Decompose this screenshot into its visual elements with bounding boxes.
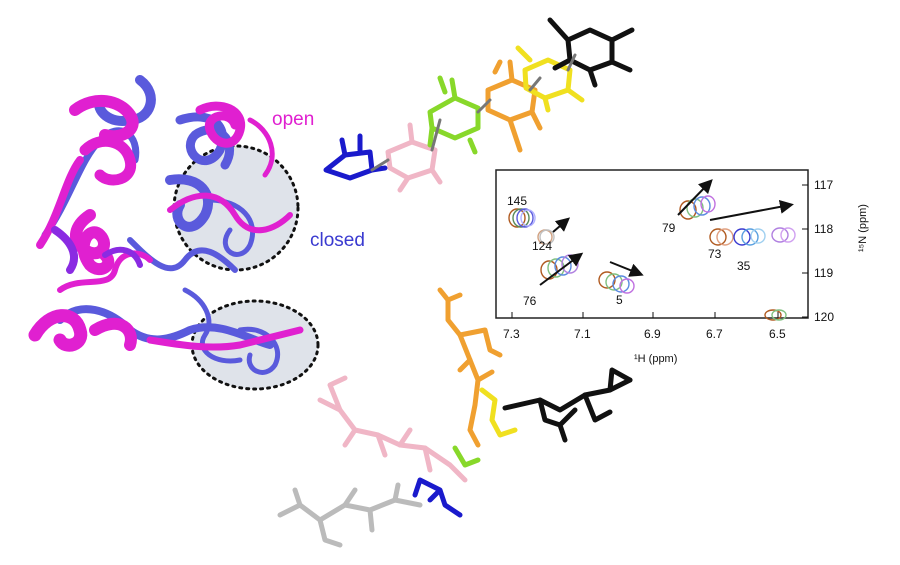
y-tick-118: 118 xyxy=(814,222,833,236)
peak-label-124: 124 xyxy=(532,239,552,253)
y-axis-label: ¹⁵N (ppm) xyxy=(857,204,869,252)
glycan-residue-blue xyxy=(323,133,388,181)
x-tick-6.9: 6.9 xyxy=(644,327,661,341)
nmr-spectrum-panel: 145 124 76 5 79 73 35 7.3 7.1 6.9 6.7 6.… xyxy=(495,169,869,365)
peak-label-76: 76 xyxy=(523,294,537,308)
glycan-chain-bottom xyxy=(277,287,633,548)
overlap-ribbon xyxy=(51,226,143,274)
glycan-branch-yellow xyxy=(479,387,518,438)
arrow-124 xyxy=(552,217,571,233)
peak-124 xyxy=(537,229,555,245)
glycan-branch-blue xyxy=(412,477,463,518)
peak-35 xyxy=(733,227,796,246)
peak-5 xyxy=(598,271,635,294)
y-axis: 117 118 119 120 ¹⁵N (ppm) xyxy=(802,178,869,324)
peak-labels: 145 124 76 5 79 73 35 xyxy=(507,194,751,308)
x-tick-6.7: 6.7 xyxy=(706,327,723,341)
glycan-linkage xyxy=(370,53,577,172)
peak-79 xyxy=(679,195,716,220)
peak-label-79: 79 xyxy=(662,221,676,235)
arrow-76 xyxy=(539,252,584,286)
x-tick-7.3: 7.3 xyxy=(503,327,520,341)
glycan-branch-orange xyxy=(437,287,503,448)
peak-label-35: 35 xyxy=(737,259,751,273)
y-tick-120: 120 xyxy=(814,310,834,324)
glycan-branch-grey xyxy=(277,482,423,548)
glycan-chain-top xyxy=(323,17,635,193)
glycan-residue-pink xyxy=(385,122,443,193)
peak-edge xyxy=(764,309,787,321)
protein-structure: open closed xyxy=(28,75,365,391)
glycan-residue-black xyxy=(547,17,635,88)
arrow-5 xyxy=(609,261,644,277)
closed-label: closed xyxy=(310,230,365,251)
arrow-73 xyxy=(709,199,794,221)
peak-label-73: 73 xyxy=(708,247,722,261)
x-axis: 7.3 7.1 6.9 6.7 6.5 ¹H (ppm) xyxy=(503,312,786,365)
glycan-branch-pink xyxy=(317,375,468,483)
peak-label-145: 145 xyxy=(507,194,527,208)
open-conformation-ribbon xyxy=(28,94,304,352)
glycan-residue-yellow xyxy=(515,45,585,113)
y-tick-117: 117 xyxy=(814,178,833,192)
arrow-79 xyxy=(677,179,713,216)
glycan-branch-green xyxy=(452,445,481,468)
shift-arrows xyxy=(539,179,794,286)
glycan-residue-green xyxy=(427,75,481,155)
y-tick-119: 119 xyxy=(814,266,833,280)
x-tick-6.5: 6.5 xyxy=(769,327,786,341)
peak-73 xyxy=(709,228,734,246)
glycan-residue-orange xyxy=(485,59,543,153)
glycan-branch-black xyxy=(502,367,633,443)
peak-label-5: 5 xyxy=(616,293,623,307)
x-axis-label: ¹H (ppm) xyxy=(634,353,677,365)
peak-145 xyxy=(508,208,536,228)
x-tick-7.1: 7.1 xyxy=(574,327,591,341)
open-label: open xyxy=(272,109,314,130)
